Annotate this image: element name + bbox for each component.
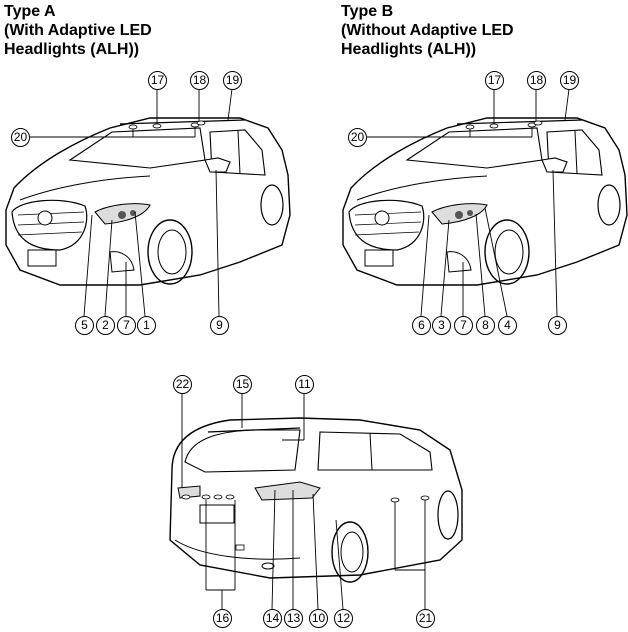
callout-r16: 16 <box>213 609 232 628</box>
callout-a7: 7 <box>117 316 136 335</box>
callout-b19: 19 <box>560 71 579 90</box>
type-a-title-line3: Headlights (ALH)) <box>4 41 140 58</box>
type-b-title-line3: Headlights (ALH)) <box>341 41 477 58</box>
callout-b4: 4 <box>498 316 517 335</box>
callout-b6: 6 <box>412 316 431 335</box>
callout-r11: 11 <box>295 375 314 394</box>
callout-r15: 15 <box>233 375 252 394</box>
callout-r13: 13 <box>284 609 303 628</box>
type-a-title-line2: (With Adaptive LED <box>4 22 152 39</box>
callout-a1: 1 <box>137 316 156 335</box>
type-a-title-line1: Type A <box>4 3 56 20</box>
type-b-title-line2: (Without Adaptive LED <box>341 22 514 39</box>
callout-a19: 19 <box>223 71 242 90</box>
callout-b3: 3 <box>432 316 451 335</box>
callout-a2: 2 <box>96 316 115 335</box>
rear-vehicle <box>169 417 463 583</box>
callout-r14: 14 <box>263 609 282 628</box>
type-b-title-line1: Type B <box>341 3 394 20</box>
callout-a20: 20 <box>11 128 30 147</box>
callout-b17: 17 <box>485 71 504 90</box>
callout-b7: 7 <box>454 316 473 335</box>
callout-a9: 9 <box>210 316 229 335</box>
callout-a17: 17 <box>148 71 167 90</box>
callout-a5: 5 <box>75 316 94 335</box>
callout-b18: 18 <box>527 71 546 90</box>
callout-r22: 22 <box>173 375 192 394</box>
callout-r21: 21 <box>416 609 435 628</box>
callout-r10: 10 <box>309 609 328 628</box>
type-a-title: Type A (With Adaptive LED Headlights (AL… <box>4 2 152 59</box>
callout-b20: 20 <box>348 128 367 147</box>
callout-b8: 8 <box>476 316 495 335</box>
callout-b9: 9 <box>548 316 567 335</box>
type-b-title: Type B (Without Adaptive LED Headlights … <box>341 2 514 59</box>
callout-r12: 12 <box>334 609 353 628</box>
callout-a18: 18 <box>190 71 209 90</box>
